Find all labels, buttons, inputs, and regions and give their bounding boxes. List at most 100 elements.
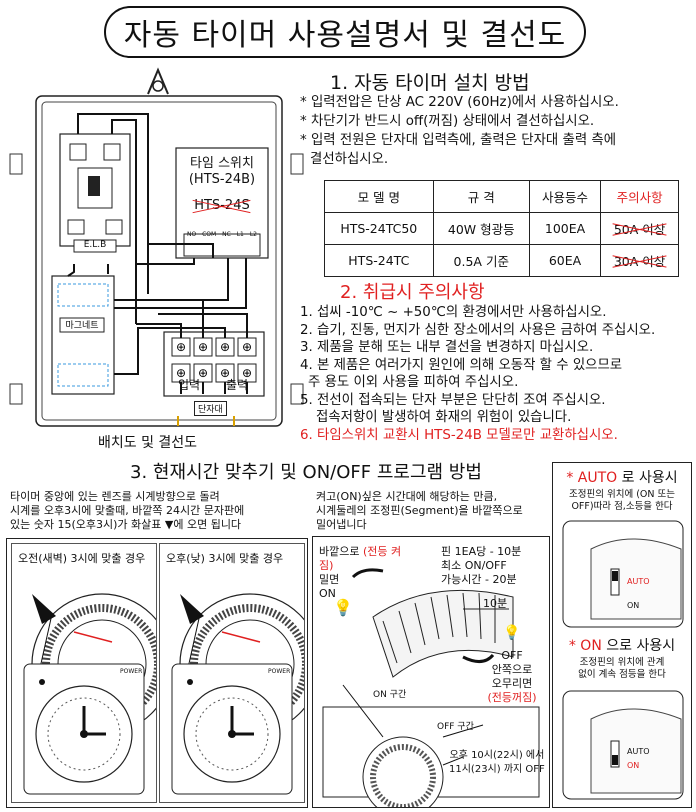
- svg-text:⊕: ⊕: [220, 366, 230, 380]
- example-line: 11시(23시) 까지 OFF: [449, 764, 545, 775]
- spec-table: 모 델 명 규 격 사용등수 주의사항 HTS-24TC50 40W 형광등 1…: [324, 180, 679, 277]
- install-bullet: 결선하십시오.: [310, 152, 389, 167]
- mode-panel: * AUTO 로 사용시 조정핀의 위치에 (ON 또는 OFF)따라 점,소등…: [552, 462, 692, 808]
- caution-item: 4. 본 제품은 여러가지 원인에 의해 오동작 할 수 있으므로: [300, 357, 623, 373]
- on-mode-rest: 으로 사용시: [601, 638, 676, 654]
- svg-text:⊕: ⊕: [198, 366, 208, 380]
- desc-line: 없이 계속 점등을 한다: [578, 669, 666, 680]
- table-header-row: 모 델 명 규 격 사용등수 주의사항: [324, 180, 679, 213]
- timer-old-model: HTS-24S: [194, 198, 250, 213]
- auto-mode-title: * AUTO 로 사용시: [553, 467, 691, 487]
- on-mode-title: * ON 으로 사용시: [553, 635, 691, 655]
- example-text: 오후 10시(22시) 에서 11시(23시) 까지 OFF: [449, 749, 545, 777]
- example-line: 오후 10시(22시) 에서: [449, 750, 545, 761]
- caution-item: 접속저항이 발생하여 화재의 위험이 있습니다.: [316, 410, 572, 425]
- caution-item: 5. 전선이 접속되는 단자 부분은 단단히 조여 주십시오.: [300, 392, 606, 408]
- off-text: OFF: [501, 649, 523, 662]
- program-panel: 💡 💡 바깥으로 (전등 켜짐) 밀면 ON 핀 1EA당 - 10분 최소 O…: [312, 536, 550, 808]
- on-mode-star: * ON: [568, 638, 602, 654]
- svg-text:⊕: ⊕: [198, 340, 208, 354]
- timer-terminal: COM: [202, 231, 217, 238]
- panel-drawing: ⊕ ⊕ ⊕ ⊕ ⊕ ⊕ ⊕ ⊕: [9, 67, 304, 427]
- morning-panel: 오전(새벽) 3시에 맞출 경우 POWER: [11, 543, 157, 803]
- svg-text:⊕: ⊕: [176, 366, 186, 380]
- col-header: 규 격: [432, 180, 530, 213]
- clock-heading: 3. 현재시간 맞추기 및 ON/OFF 프로그램 방법: [130, 462, 482, 483]
- desc-line: 켜고(ON)싶은 시간대에 해당하는 만큼,: [316, 490, 498, 503]
- caution-item: 6. 타임스위치 교환시 HTS-24B 모델로만 교환하십시오.: [300, 427, 618, 443]
- col-header: 모 델 명: [324, 180, 434, 213]
- timer-dial-morning: [23, 593, 156, 795]
- push-out-text: 바깥으로: [319, 545, 360, 558]
- caution-item: 1. 섭씨 -10℃ ~ +50℃의 환경에서만 사용하십시오.: [300, 305, 607, 320]
- input-label: 입력: [178, 378, 201, 392]
- on-mode-desc: 조정핀의 위치에 관계 없이 계속 점등을 한다: [553, 657, 691, 681]
- install-bullet: * 차단기가 반드시 off(꺼짐) 상태에서 결선하십시오.: [300, 114, 595, 129]
- timer-model: (HTS-24B): [188, 172, 256, 187]
- timer-terminal: L2: [249, 231, 257, 238]
- magnet-label: 마그네트: [65, 321, 99, 331]
- clock-desc: 타이머 중앙에 있는 렌즈를 시계방향으로 돌려 시계를 오후3시에 맞출때, …: [10, 490, 310, 532]
- struck-value: 50A 이상: [614, 219, 665, 238]
- desc-line: 조정핀의 위치에 관계: [579, 657, 665, 668]
- desc-line: OFF)따라 점,소등을 한다: [571, 501, 673, 512]
- push-in-line: 안쪽으로: [491, 663, 533, 676]
- svg-text:⊕: ⊕: [242, 366, 252, 380]
- morning-caption: 오전(새벽) 3시에 맞출 경우: [18, 552, 146, 565]
- caution-item: 3. 제품을 분해 또는 내부 결선을 변경하지 마십시오.: [300, 340, 594, 355]
- on-label: ON: [627, 601, 640, 610]
- push-out-label: 바깥으로 (전등 켜짐): [319, 545, 409, 573]
- desc-line: 시계둘레의 조정핀(Segment)을 바깥쪽으로: [316, 504, 523, 517]
- output-label: 출력: [226, 378, 249, 392]
- lamp-off-text: (전등꺼짐): [487, 691, 537, 704]
- svg-text:⊕: ⊕: [220, 340, 230, 354]
- auto-label: AUTO: [627, 747, 650, 756]
- auto-switch-illustration: [562, 520, 684, 628]
- pin-info-line: 최소 ON/OFF: [441, 559, 507, 572]
- push-in-line: 오무리면: [491, 677, 533, 690]
- clock-setting-panel: 오전(새벽) 3시에 맞출 경우 POWER 오후(낮) 3시에 맞출 경우: [6, 538, 308, 808]
- svg-text:💡: 💡: [333, 598, 353, 617]
- page-title: 자동 타이머 사용설명서 및 결선도: [104, 6, 586, 58]
- terminal-label: 단자대: [194, 401, 227, 416]
- install-bullets: * 입력전압은 단상 AC 220V (60Hz)에서 사용하십시오. * 차단…: [300, 93, 692, 169]
- timer-terminal: NC: [222, 231, 231, 238]
- struck-value: 30A 이상: [614, 251, 665, 270]
- install-heading: 1. 자동 타이머 설치 방법: [330, 72, 530, 94]
- push-text: 밀면: [319, 573, 340, 586]
- afternoon-caption: 오후(낮) 3시에 맞출 경우: [166, 552, 284, 565]
- power-label: POWER: [268, 668, 291, 675]
- power-label: POWER: [120, 668, 143, 675]
- on-label: ON: [627, 761, 640, 770]
- desc-line: 있는 숫자 15(오후3시)가 화살표 ▼에 오면 됩니다: [10, 518, 242, 531]
- table-cell: 0.5A 기준: [432, 244, 530, 277]
- timer-dial-afternoon: [171, 593, 304, 795]
- desc-line: 타이머 중앙에 있는 렌즈를 시계방향으로 돌려: [10, 490, 220, 503]
- off-zone-label: OFF 구간: [437, 722, 474, 732]
- caution-list: 1. 섭씨 -10℃ ~ +50℃의 환경에서만 사용하십시오. 2. 습기, …: [300, 304, 692, 444]
- pin-info-line: 가능시간 - 20분: [441, 573, 517, 586]
- table-cell: 100EA: [528, 212, 602, 245]
- on-zone-label: ON 구간: [373, 690, 407, 700]
- caution-item: 주 용도 이외 사용을 피하여 주십시오.: [308, 375, 519, 390]
- install-bullet: * 입력 전원은 단자대 입력측에, 출력은 단자대 출력 측에: [300, 133, 617, 148]
- auto-label: AUTO: [627, 577, 650, 586]
- auto-mode-desc: 조정핀의 위치에 (ON 또는 OFF)따라 점,소등을 한다: [553, 489, 691, 513]
- caution-heading: 2. 취급시 주의사항: [340, 282, 485, 303]
- table-cell: HTS-24TC: [324, 244, 434, 277]
- col-header: 주의사항: [600, 180, 679, 213]
- table-cell: HTS-24TC50: [324, 212, 434, 245]
- program-desc: 켜고(ON)싶은 시간대에 해당하는 만큼, 시계둘레의 조정핀(Segment…: [316, 490, 548, 532]
- svg-text:⊕: ⊕: [176, 340, 186, 354]
- install-bullet: * 입력전압은 단상 AC 220V (60Hz)에서 사용하십시오.: [300, 95, 619, 110]
- segment-illustration: 💡 💡: [322, 568, 540, 807]
- table-cell: 50A 이상: [600, 212, 679, 245]
- col-header: 사용등수: [528, 180, 602, 213]
- desc-line: 시계를 오후3시에 맞출때, 바깥쪽 24시간 문자판에: [10, 504, 245, 517]
- auto-mode-star: * AUTO: [566, 470, 618, 486]
- svg-text:⊕: ⊕: [242, 340, 252, 354]
- pin-info: 핀 1EA당 - 10분 최소 ON/OFF 가능시간 - 20분: [441, 545, 521, 587]
- on-text: ON: [319, 587, 336, 600]
- desc-line: 조정핀의 위치에 (ON 또는: [568, 489, 675, 500]
- caution-item: 2. 습기, 진동, 먼지가 심한 장소에서의 사용은 금하여 주십시오.: [300, 322, 656, 338]
